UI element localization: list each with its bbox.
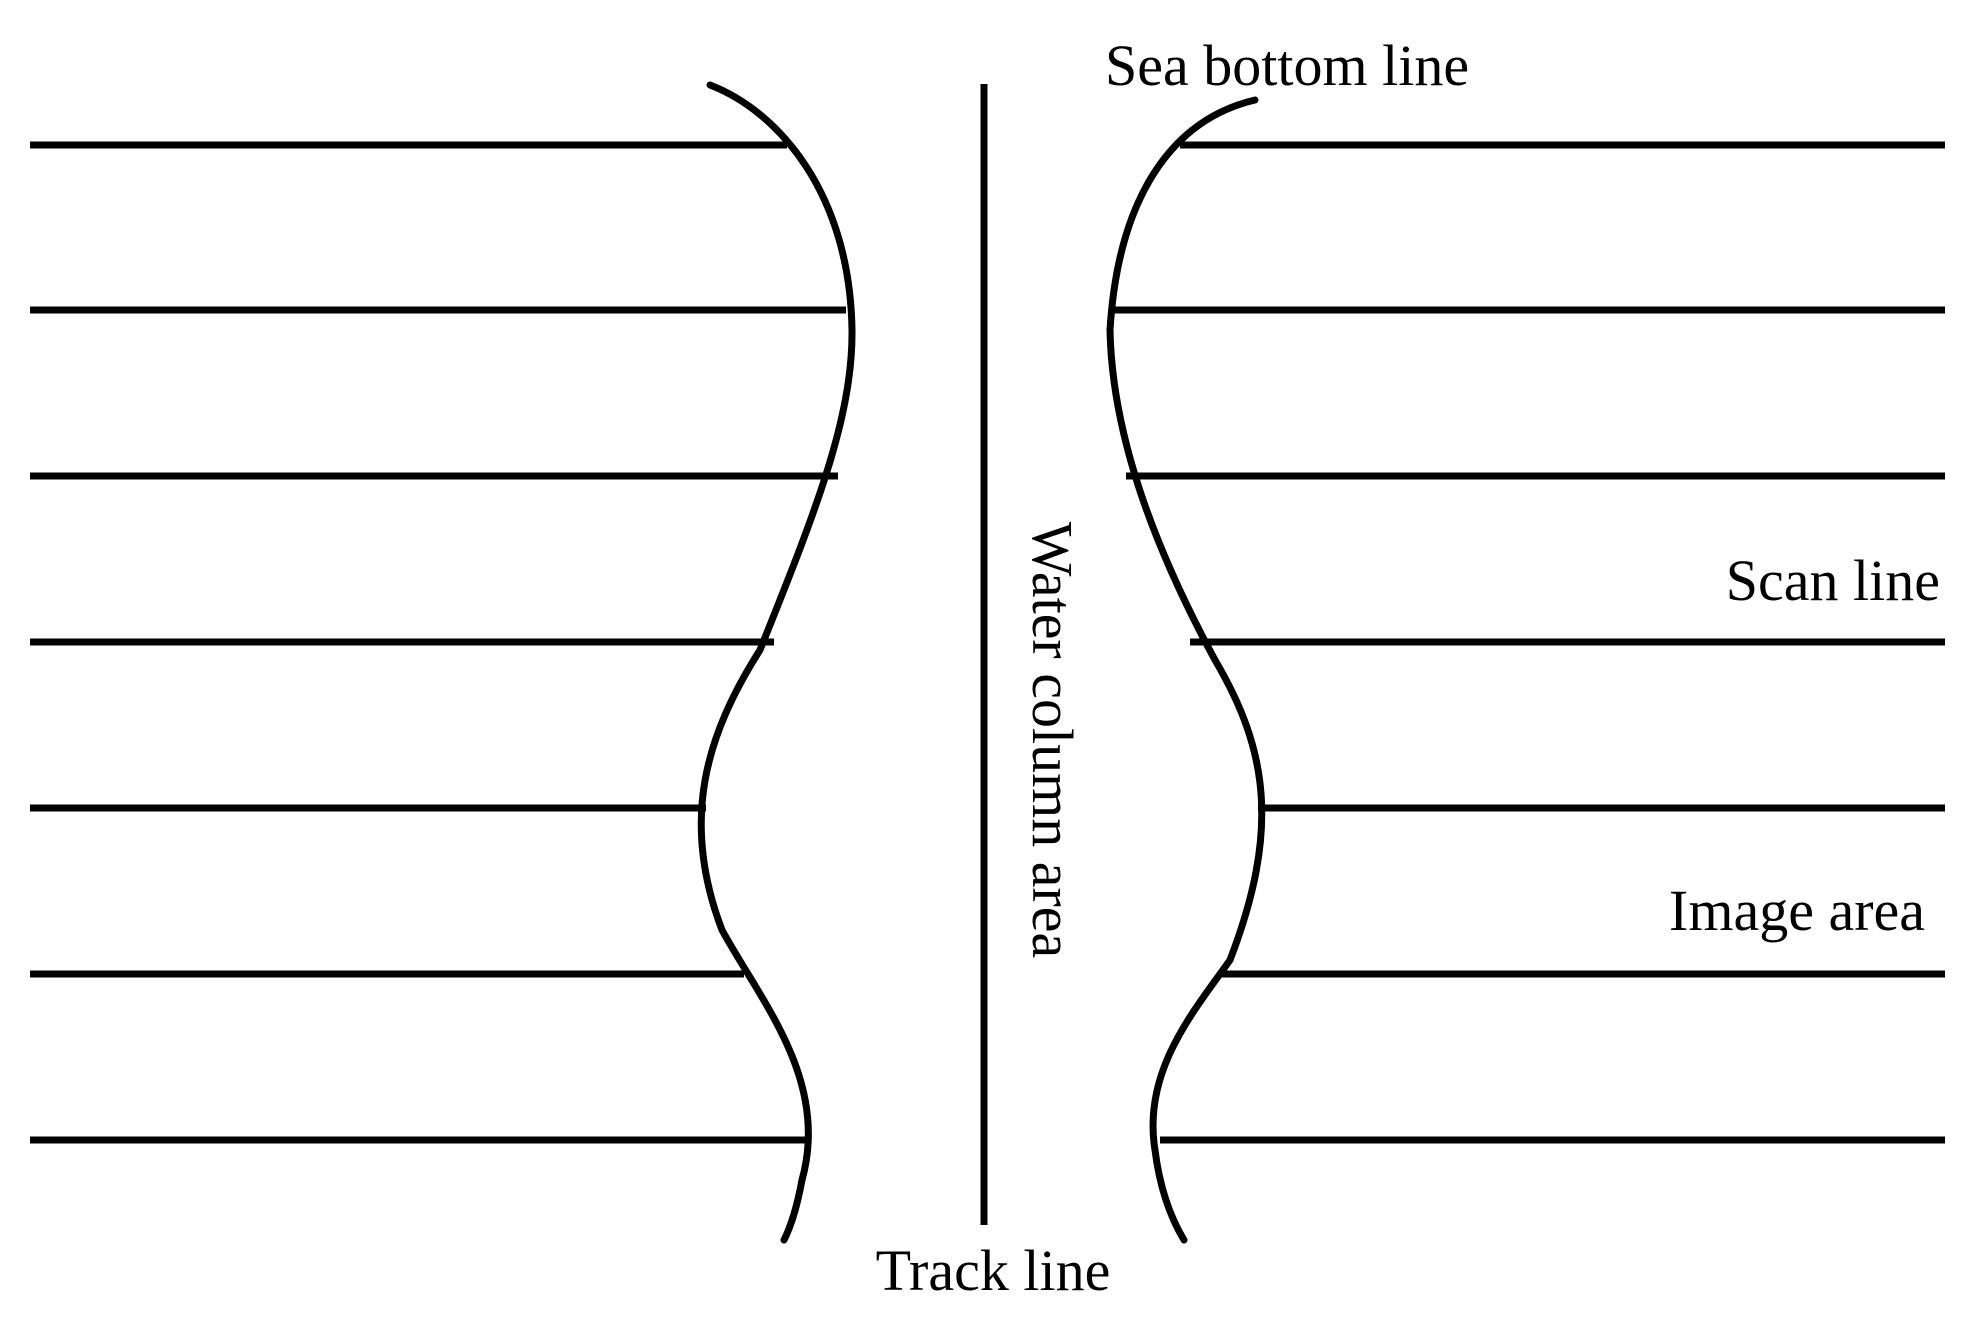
water-column-area-label: Water column area [1020, 522, 1085, 959]
right-scan-lines [1114, 141, 1945, 1144]
sea-bottom-line-label: Sea bottom line [1105, 33, 1469, 98]
track-line-label: Track line [876, 1238, 1111, 1303]
right-sea-bottom-line [1106, 96, 1266, 1244]
image-area-label: Image area [1669, 878, 1925, 943]
left-sea-bottom-line [697, 81, 856, 1244]
left-scan-lines [30, 141, 846, 1144]
scan-line-label: Scan line [1726, 548, 1940, 613]
